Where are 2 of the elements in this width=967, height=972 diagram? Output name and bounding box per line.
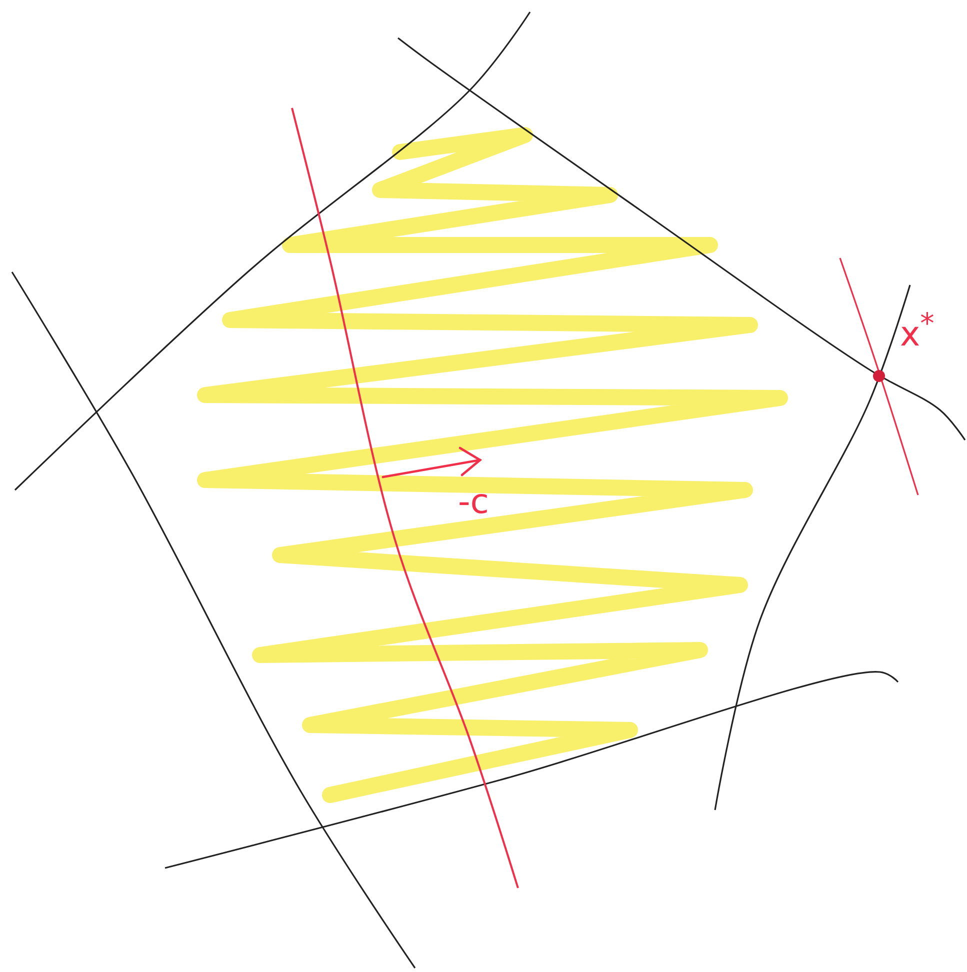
optimal-point-label: x$^{*}$ — [900, 310, 934, 352]
direction-label: -c — [458, 485, 489, 519]
